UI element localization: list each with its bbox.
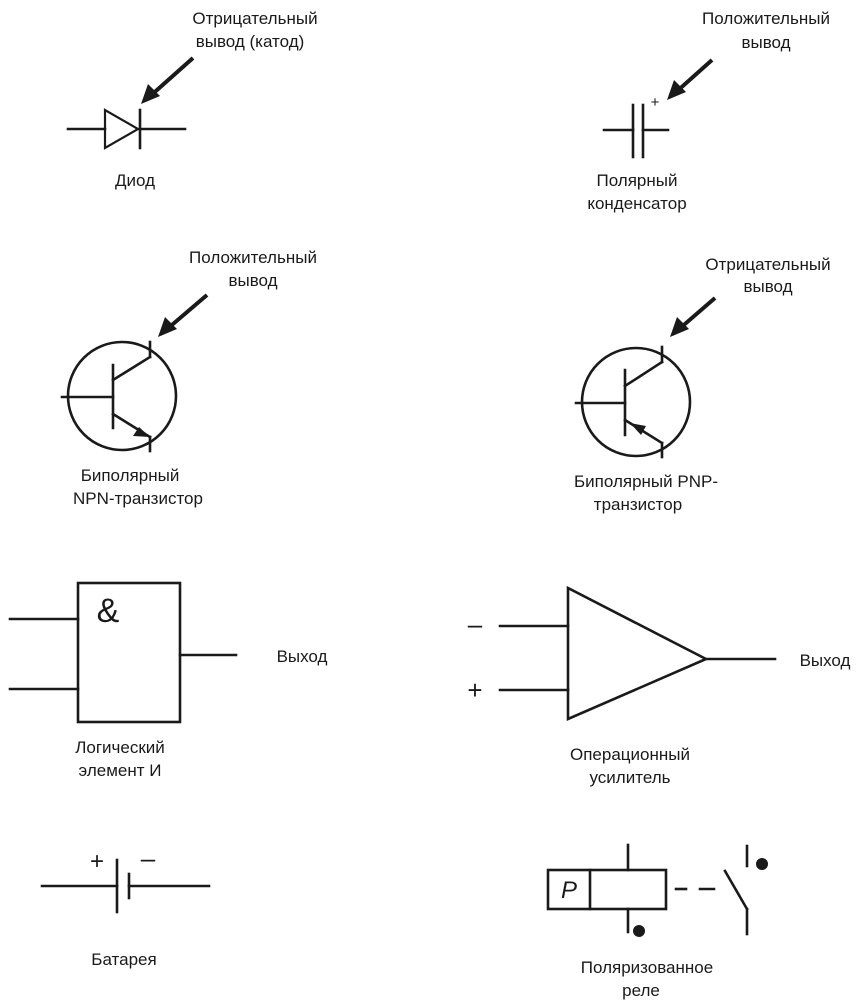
and-gate-label-line-1: Логический [75,738,165,757]
polar-capacitor-label-line-1: Полярный [597,171,678,190]
polar-capacitor-symbol [602,103,670,159]
polar-capacitor-callout-arrow [667,58,714,100]
pnp-transistor-symbol [574,345,692,459]
relay-label-line-2: реле [622,981,660,1000]
relay-coil-letter: P [561,877,577,904]
pnp-callout-arrow [670,296,717,337]
npn-callout-line-1: Положительный [189,248,317,267]
battery-plus-sign: + [90,848,104,875]
npn-callout-line-2: вывод [228,271,277,290]
op-amp-output-label: Выход [800,651,851,670]
and-gate-output-label: Выход [277,647,328,666]
pnp-callout-line-2: вывод [743,277,792,296]
pnp-callout-line-1: Отрицательный [705,255,830,274]
polar-capacitor-callout-line-2: вывод [741,33,790,52]
diode-callout-line-1: Отрицательный [192,9,317,28]
polarized-relay-symbol [546,843,768,937]
polar-capacitor-callout-line-1: Положительный [702,9,830,28]
op-amp-plus-sign: + [467,675,482,705]
op-amp-label-line-2: усилитель [590,768,671,787]
and-gate-label-line-2: элемент И [79,761,162,780]
pnp-label-line-2: транзистор [594,495,682,514]
diode-callout-arrow [141,56,195,104]
npn-label-line-2: NPN-транзистор [73,489,203,508]
op-amp-symbol [498,585,777,721]
diode-label: Диод [115,171,155,190]
npn-label-line-1: Биполярный [81,466,180,485]
battery-symbol [40,858,211,914]
battery-label: Батарея [91,950,156,969]
npn-transistor-symbol [60,340,178,453]
and-gate-ampersand: & [97,592,120,630]
polar-capacitor-plus-sign: + [651,94,660,111]
diode-symbol [66,108,187,150]
pnp-label-line-1: Биполярный PNP- [574,472,718,491]
op-amp-label-line-1: Операционный [570,745,690,764]
diode-callout-line-2: вывод (катод) [196,32,305,51]
and-gate-symbol [8,581,238,724]
polar-capacitor-label-line-2: конденсатор [587,194,686,213]
op-amp-minus-sign: – [468,609,483,639]
npn-callout-arrow [158,293,209,337]
relay-label-line-1: Поляризованное [581,958,713,977]
battery-minus-sign: – [141,843,156,873]
